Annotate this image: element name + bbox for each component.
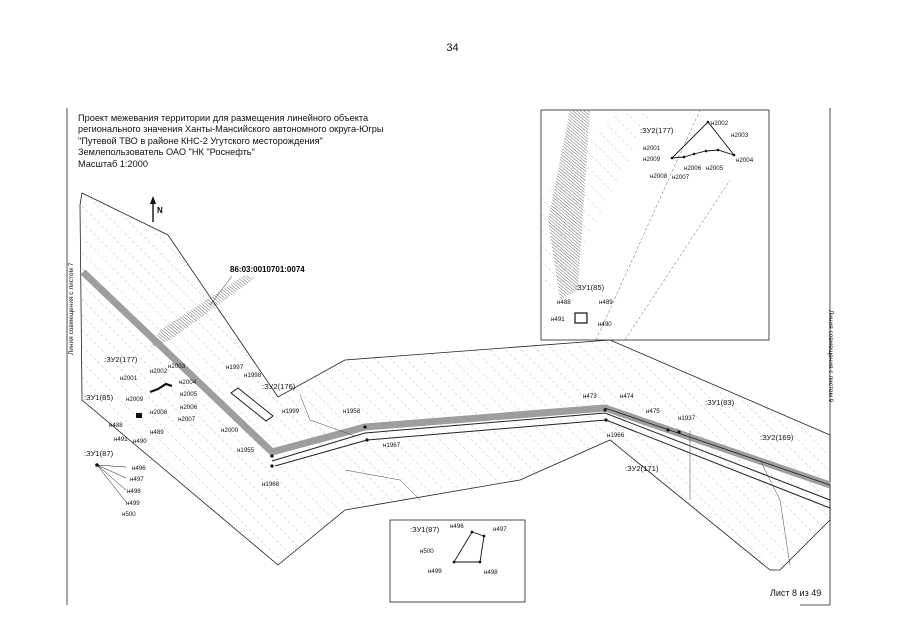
terrain-line-2 [344,469,421,501]
inset-point-n2002: н2002 [711,120,729,127]
terrain-line-4 [759,459,791,566]
point-n2009: н2009 [126,396,144,403]
inset-point-n488: н488 [557,299,571,306]
inset-boundary-2 [624,179,731,341]
parcel-zu2-176 [230,387,274,422]
inset-point-n2007: н2007 [672,174,690,181]
terrain-line-1 [299,394,356,437]
inset-zone-label-zu2-177: :ЗУ2(177) [640,126,674,135]
cadastral-number: 86:03:0010701:0074 [230,265,305,274]
point-n2005: н2005 [180,391,198,398]
inset-zone-label-zu1-87: :ЗУ1(87) [410,525,440,534]
point-n2002: н2002 [150,368,168,375]
point-n2004: н2004 [179,379,197,386]
point-n498: н498 [127,488,141,495]
title-line-5: Масштаб 1:2000 [78,158,148,169]
inset-point-n499: н499 [428,568,442,575]
inset-point-n2008: н2008 [650,173,668,180]
zone-label-zu1-85: :ЗУ1(85) [84,393,114,402]
inset-parcel-zu2-177 [670,121,736,159]
inset-point-n2009: н2009 [643,156,661,163]
title-line-3: "Путевой ТВО в районе КНС-2 Угутского ме… [78,135,323,146]
point-n1967: н1967 [383,442,401,449]
zone-label-zu2-177: :ЗУ2(177) [104,355,138,364]
point-n1966: н1966 [607,432,625,439]
inset-point-n496: н496 [450,523,464,530]
point-n1997: н1997 [226,364,244,371]
point-n2008: н2008 [150,409,168,416]
inset-point-n2003: н2003 [731,132,749,139]
zone-label-zu2-171: :ЗУ2(171) [625,464,659,473]
point-n500: н500 [122,511,136,518]
point-n499: н499 [126,500,140,507]
point-n1999: н1999 [282,408,300,415]
match-line-right: Линия совмещения с листом 9 [827,310,834,403]
allotment-corridor [79,192,831,571]
point-n490: н490 [133,438,147,445]
point-n2007: н2007 [178,416,196,423]
zone-label-zu2-169: :ЗУ2(169) [760,433,794,442]
zone-label-zu2-176: :ЗУ2(176) [262,382,296,391]
point-n1958: н1958 [343,408,361,415]
inset-point-n497: н497 [493,526,507,533]
inset-point-n491: н491 [551,316,565,323]
point-n2001: н2001 [120,375,138,382]
point-n2000: н2000 [221,427,239,434]
inset-parcel-zu1-85 [574,312,588,324]
point-n1937: н1937 [678,415,696,422]
page-number: 34 [446,42,459,54]
map-title-block: Проект межевания территории для размещен… [78,113,383,170]
point-n497: н497 [130,476,144,483]
cadastral-hatch-strip [150,275,255,348]
north-label: N [157,206,163,215]
inset-point-n500: н500 [420,548,434,555]
zone-label-zu1-87: :ЗУ1(87) [84,449,114,458]
point-n496: н496 [132,465,146,472]
point-n488: н488 [109,422,123,429]
inset-point-n2006: н2006 [684,165,702,172]
route-vertices [270,408,681,468]
inset-point-n489: н489 [599,299,613,306]
route-line-2 [274,419,831,509]
zone-label-zu1-83: :ЗУ1(83) [705,398,735,407]
parcel-zu2-177-left [149,382,173,394]
point-n475: н475 [646,408,660,415]
inset-vertices-zu1-87 [452,530,486,564]
inset-zone-label-zu1-85: :ЗУ1(85) [575,283,605,292]
route-line-1 [271,412,831,501]
inset-point-n2005: н2005 [706,165,724,172]
point-n1968: н1968 [262,481,280,488]
inset-zu1-87 [389,519,526,603]
north-arrow: N [150,196,163,222]
sheet-label: Лист 8 из 49 [770,588,822,598]
point-n1998: н1998 [244,372,262,379]
point-n1955: н1955 [237,447,255,454]
title-line-2: регионального значения Ханты-Мансийского… [78,124,384,135]
point-n2003: н2003 [168,363,186,370]
parcel-zu1-85-left [136,413,142,418]
inset-point-n2001: н2001 [643,145,661,152]
inset-boundary-1 [595,109,701,341]
inset-point-n498: н498 [484,569,498,576]
match-line-left: Линия совмещения с листом 7 [68,262,75,355]
route-line-3 [604,407,831,486]
inset-point-n2004: н2004 [736,157,754,164]
point-n2006: н2006 [180,404,198,411]
point-n489: н489 [150,429,164,436]
title-line-4: Землепользователь ОАО "НК "Роснефть" [78,147,255,158]
cadastral-leader [209,275,233,306]
point-n491: н491 [114,436,128,443]
inset-vertices-zu2-177 [670,120,736,160]
inset-dense-strip [548,110,590,300]
point-n473: н473 [583,393,597,400]
parcel-zu1-87-left [95,463,127,503]
point-n474: н474 [620,393,634,400]
inset-point-n490: н490 [598,321,612,328]
title-line-1: Проект межевания территории для размещен… [78,113,369,123]
